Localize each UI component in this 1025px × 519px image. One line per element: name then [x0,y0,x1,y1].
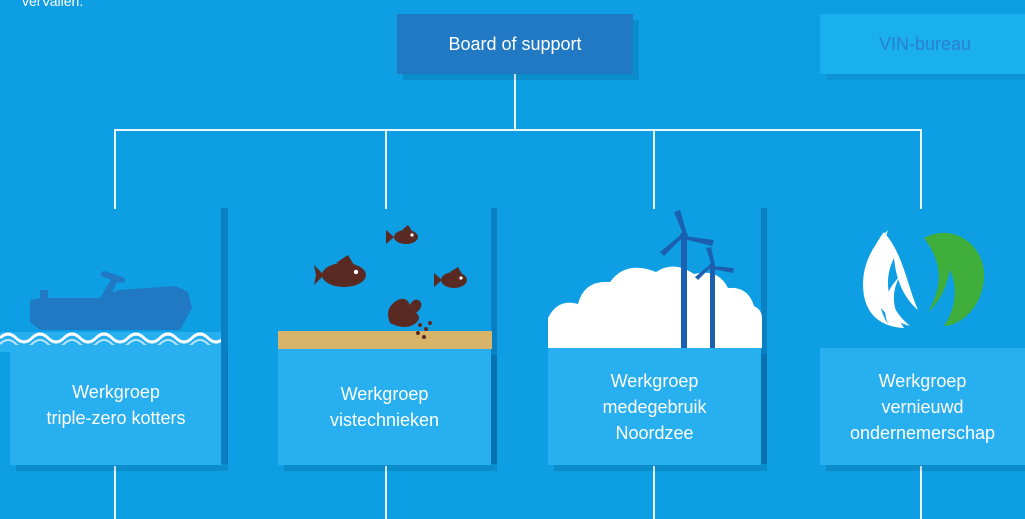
group-2-label-box: Werkgroep vistechnieken [278,349,491,465]
group-4-line1: Werkgroep [878,370,967,391]
connector-bottom-3 [653,466,655,519]
group-1-label-box: Werkgroep triple-zero kotters [10,345,222,465]
board-of-support-box: Board of support [397,14,633,74]
group-2-panel-shadow [491,208,497,464]
fish-icon [278,225,492,349]
connector-bottom-4 [920,466,922,519]
group-4-line2: vernieuwd [881,396,964,417]
group-2-panel-shadow-left [221,208,227,464]
group-2-line1: Werkgroep [340,384,429,404]
board-of-support-label: Board of support [448,33,582,54]
connector-drop-1 [114,129,116,209]
group-1-line1: Werkgroep [72,382,160,402]
connector-bottom-2 [385,466,387,519]
group-3-line3: Noordzee [615,422,694,443]
vin-bureau-box: VIN-bureau [820,14,1025,74]
group-2-line2: vistechnieken [329,410,440,430]
connector-board-down [514,74,516,130]
group-3-panel-shadow [761,208,767,464]
connector-horizontal [114,129,922,131]
vin-bureau-label: VIN-bureau [878,33,972,54]
top-snippet-text: verVallen. [22,0,84,9]
leaf-icon [863,230,985,328]
connector-drop-4 [920,129,922,209]
group-3-line1: Werkgroep [610,370,699,391]
wind-turbine-icon [548,210,762,348]
group-3-line2: medegebruik [602,396,707,417]
group-3-label-box: Werkgroep medegebruik Noordzee [548,348,761,465]
group-4-line3: ondernemerschap [849,422,996,443]
connector-drop-2 [385,129,387,209]
group-1-line2: triple-zero kotters [46,408,186,428]
connector-drop-3 [653,129,655,209]
group-4-label-box: Werkgroep vernieuwd ondernemerschap [820,348,1025,465]
connector-bottom-1 [114,466,116,519]
boat-icon [0,271,226,352]
